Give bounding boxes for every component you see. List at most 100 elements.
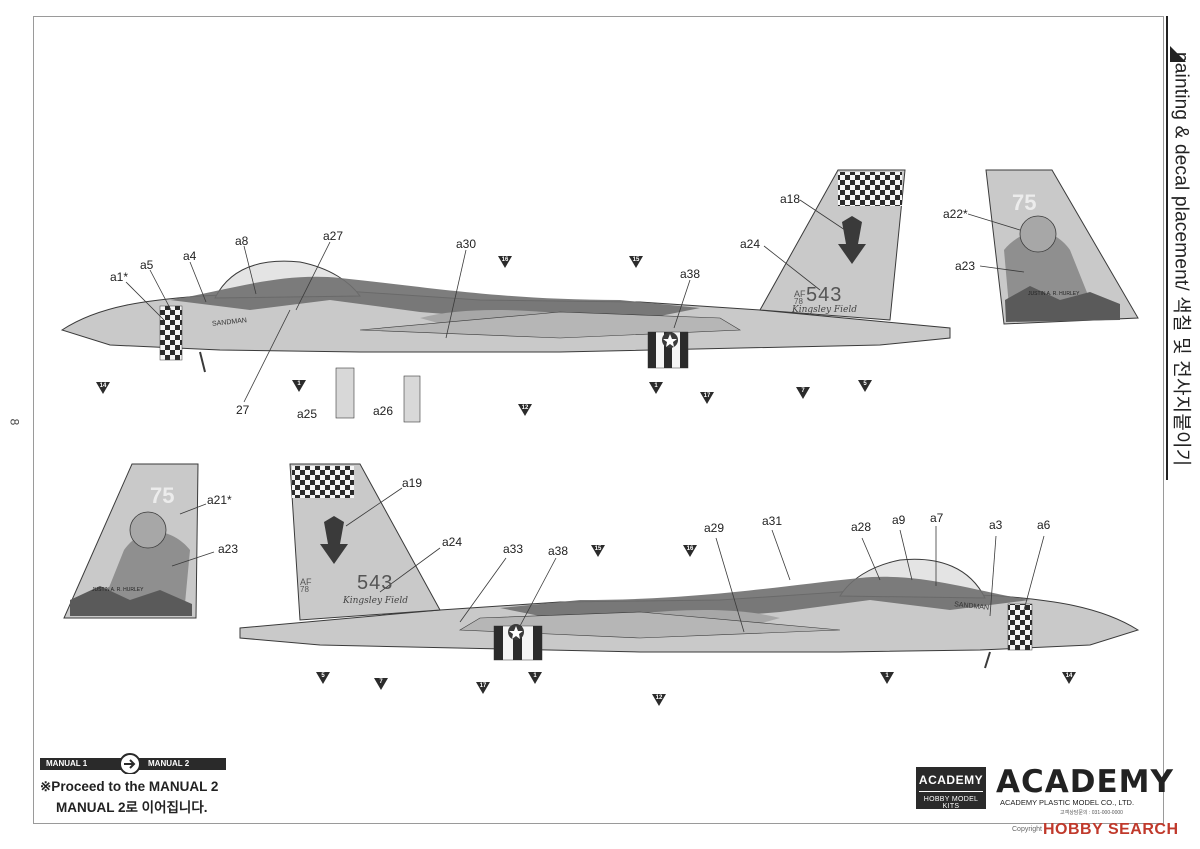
bottom-tail-serial: 543 bbox=[357, 572, 394, 594]
paint-marker-number: 1 bbox=[533, 673, 537, 679]
top-inset-pilot-name: JUSTIN A. R. HURLEY bbox=[1028, 291, 1080, 297]
bottom-paint-marker: 12 bbox=[652, 694, 666, 706]
logo-box-title: ACADEMY bbox=[918, 773, 984, 787]
callout-a27: a27 bbox=[323, 229, 344, 243]
paint-marker-number: 12 bbox=[521, 405, 529, 411]
proceed-note-en: ※Proceed to the MANUAL 2 bbox=[40, 779, 219, 794]
callout-a9: a9 bbox=[892, 513, 906, 527]
top-paint-marker: 1 bbox=[292, 380, 306, 392]
callout-a31: a31 bbox=[762, 514, 783, 528]
callout-a30: a30 bbox=[456, 237, 477, 251]
section-tab bbox=[1166, 16, 1196, 480]
bottom-paint-marker: 5 bbox=[316, 672, 330, 684]
paint-marker-number: 15 bbox=[632, 257, 640, 263]
callout-a38: a38 bbox=[680, 267, 701, 281]
paint-marker-number: 16 bbox=[501, 257, 509, 263]
top-paint-marker: 16 bbox=[498, 256, 512, 268]
paint-marker-number: 12 bbox=[655, 695, 663, 701]
bottom-inset-number: 75 bbox=[150, 483, 175, 508]
copyright-text: Copyright bbox=[1012, 826, 1042, 833]
manual-navigation: MANUAL 1 MANUAL 2 bbox=[40, 752, 226, 774]
callout-a7: a7 bbox=[930, 511, 944, 525]
brand-contact: 고객상담문의 : 031-000-0000 bbox=[1060, 810, 1123, 816]
top-paint-marker: 1 bbox=[649, 382, 663, 394]
paint-marker-number: 5 bbox=[321, 673, 325, 679]
callout-27: 27 bbox=[236, 403, 250, 417]
brand-company: ACADEMY PLASTIC MODEL CO., LTD. bbox=[1000, 798, 1135, 807]
callout-a18: a18 bbox=[780, 192, 801, 206]
top-paint-marker: 15 bbox=[629, 256, 643, 268]
bottom-tail-inset bbox=[63, 463, 199, 619]
callout-a22: a22* bbox=[943, 207, 968, 221]
callout-a4: a4 bbox=[183, 249, 197, 263]
bottom-tail-year: 78 bbox=[300, 585, 309, 594]
callout-a24: a24 bbox=[740, 237, 761, 251]
bottom-paint-marker: 16 bbox=[683, 545, 697, 557]
top-inset-number: 75 bbox=[1012, 190, 1037, 215]
callout-a26: a26 bbox=[373, 404, 394, 418]
leader-lines bbox=[125, 199, 1045, 633]
top-tail-inset bbox=[985, 169, 1139, 325]
callout-a23-bottom: a23 bbox=[218, 542, 239, 556]
callout-a23-top: a23 bbox=[955, 259, 976, 273]
top-paint-marker: 5 bbox=[858, 380, 872, 392]
top-paint-marker: 12 bbox=[518, 404, 532, 416]
logo-box-subtitle: HOBBY MODEL KITS bbox=[919, 791, 983, 810]
top-paint-marker: 14 bbox=[96, 382, 110, 394]
paint-marker-number: 14 bbox=[99, 383, 107, 389]
paint-marker-number: 15 bbox=[594, 546, 602, 552]
top-paint-marker: 7 bbox=[796, 387, 810, 399]
paint-marker-number: 1 bbox=[654, 383, 658, 389]
bottom-paint-marker: 14 bbox=[1062, 672, 1076, 684]
top-tail-base: Kingsley Field bbox=[792, 305, 858, 315]
top-tail-year: 78 bbox=[794, 297, 803, 306]
proceed-note-ko: MANUAL 2로 이어집니다. bbox=[56, 800, 208, 815]
bottom-tail-base: Kingsley Field bbox=[343, 596, 409, 606]
callout-a19: a19 bbox=[402, 476, 423, 490]
callout-a25: a25 bbox=[297, 407, 318, 421]
paint-marker-number: 7 bbox=[801, 388, 805, 394]
callout-a3: a3 bbox=[989, 518, 1003, 532]
bottom-paint-marker: 1 bbox=[528, 672, 542, 684]
top-aircraft bbox=[60, 169, 951, 423]
academy-logo-box: ACADEMY HOBBY MODEL KITS bbox=[916, 767, 986, 810]
bottom-paint-marker: 17 bbox=[476, 682, 490, 694]
top-tail-serial: 543 bbox=[806, 284, 843, 306]
callout-a29: a29 bbox=[704, 521, 725, 535]
manual-2-label: MANUAL 2 bbox=[142, 758, 196, 770]
bottom-aircraft bbox=[239, 463, 1140, 669]
callout-a33: a33 bbox=[503, 542, 524, 556]
paint-marker-number: 17 bbox=[479, 683, 487, 689]
paint-marker-number: 1 bbox=[885, 673, 889, 679]
callout-a8: a8 bbox=[235, 234, 249, 248]
top-paint-marker: 17 bbox=[700, 392, 714, 404]
callout-a6: a6 bbox=[1037, 518, 1051, 532]
callout-a38-bottom: a38 bbox=[548, 544, 569, 558]
bottom-paint-marker: 15 bbox=[591, 545, 605, 557]
paint-marker-number: 17 bbox=[703, 393, 711, 399]
callout-a28: a28 bbox=[851, 520, 872, 534]
paint-marker-number: 7 bbox=[379, 679, 383, 685]
bottom-paint-marker: 7 bbox=[374, 678, 388, 690]
watermark: HOBBY SEARCH bbox=[1043, 821, 1179, 839]
paint-marker-number: 14 bbox=[1065, 673, 1073, 679]
top-tail-af: AF bbox=[794, 289, 806, 299]
arrow-right-icon bbox=[124, 759, 136, 769]
manual-1-label: MANUAL 1 bbox=[40, 758, 94, 770]
paint-marker-number: 16 bbox=[686, 546, 694, 552]
bottom-paint-marker: 1 bbox=[880, 672, 894, 684]
section-tab-shape bbox=[1166, 16, 1196, 480]
brand-wordmark: ACADEMY bbox=[996, 764, 1174, 800]
callout-a21: a21* bbox=[207, 493, 232, 507]
callout-a1: a1* bbox=[110, 270, 129, 284]
bottom-tail-af: AF bbox=[300, 577, 312, 587]
page-frame bbox=[33, 16, 1164, 824]
callout-a5: a5 bbox=[140, 258, 154, 272]
watermark-text: HOBBY SEARCH bbox=[1043, 821, 1179, 838]
paint-marker-number: 1 bbox=[297, 381, 301, 387]
bottom-inset-pilot-name: JUSTIN A. R. HURLEY bbox=[92, 587, 144, 593]
callout-a24-bottom: a24 bbox=[442, 535, 463, 549]
paint-marker-number: 5 bbox=[863, 381, 867, 387]
